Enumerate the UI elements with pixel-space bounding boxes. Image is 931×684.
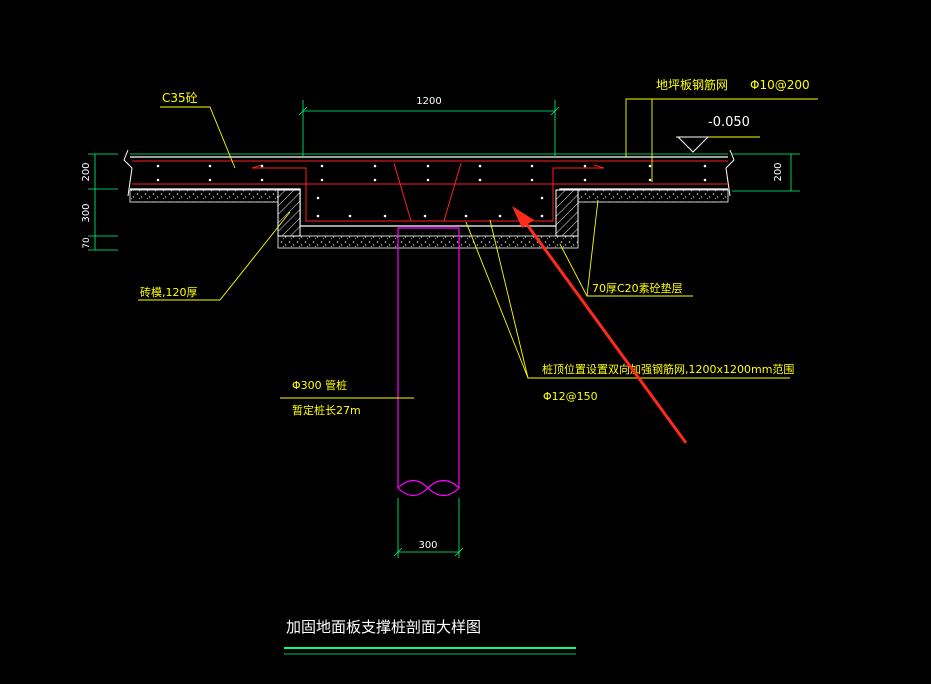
label-pile-top-mesh-spec: Φ12@150 [543,390,598,403]
label-elevation: -0.050 [708,115,750,130]
dim-cushion: 70 [82,237,92,249]
dimensions [88,100,800,558]
label-slab-rebar-mesh: 地坪板钢筋网 [656,77,728,92]
label-cushion-layer: 70厚C20素砼垫层 [592,281,683,295]
elevation-marker-icon [676,136,710,153]
rebar-dots [156,164,707,218]
dim-cap-depth: 300 [81,203,92,222]
annotation-arrow [512,206,688,444]
brick-mold-right [555,189,579,237]
label-concrete-grade: C35砼 [162,91,198,105]
label-brick-mold: 砖模,120厚 [140,285,198,299]
pipe-pile [397,227,460,497]
rebar [132,160,728,222]
label-slab-rebar-spec: Φ10@200 [750,78,810,92]
dim-slab-right: 200 [773,162,784,181]
label-pile-type: Φ300 管桩 [292,378,347,392]
dim-slab-left: 200 [81,162,92,181]
drawing-title: 加固地面板支撑桩剖面大样图 [286,618,481,636]
label-pile-top-mesh: 桩顶位置设置双向加强钢筋网,1200x1200mm范围 [542,362,794,376]
gravel-bed-left [129,189,279,203]
dim-cap-width: 1200 [416,96,441,107]
label-pile-length: 暂定桩长27m [292,403,361,417]
dim-pile-diameter: 300 [418,540,437,551]
gravel-bed-right [577,189,729,203]
leader-lines [138,98,818,399]
cushion-layer-bottom [277,235,579,249]
